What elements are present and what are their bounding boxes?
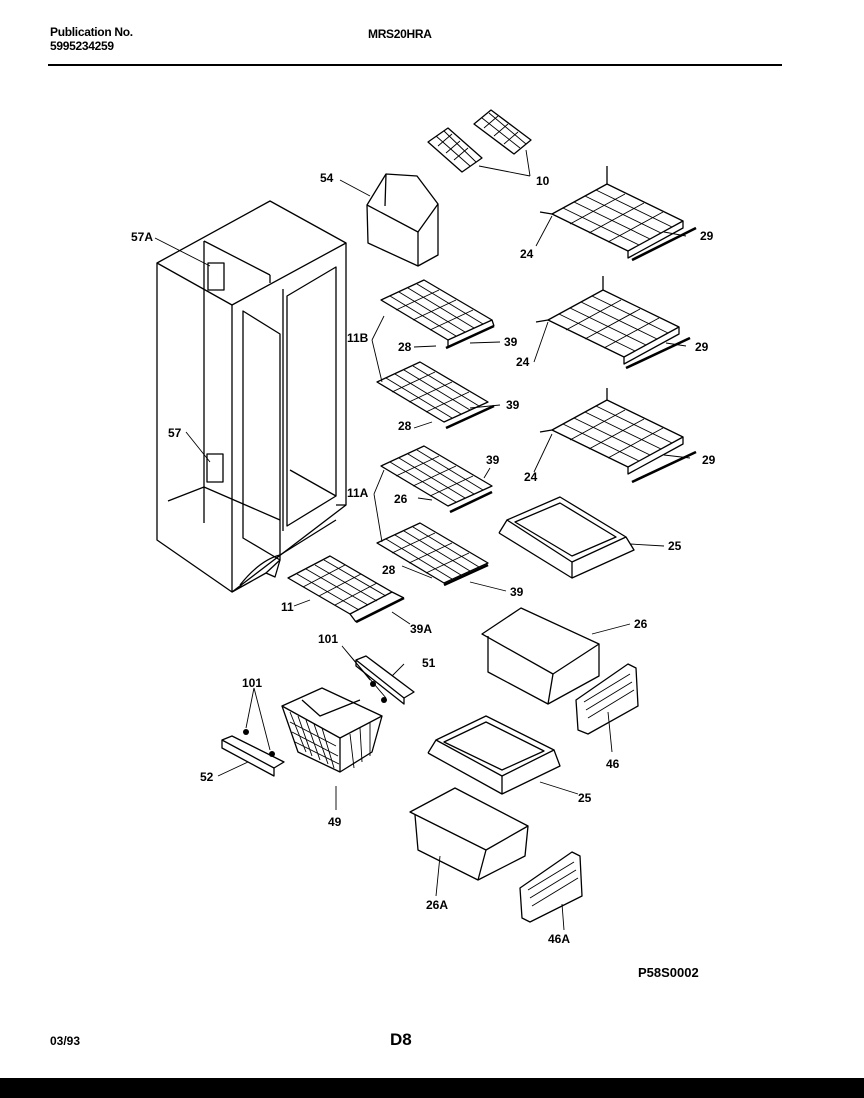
callout-39-b: 39 [506, 398, 520, 412]
crisper-pans [409, 607, 600, 881]
callout-10: 10 [536, 174, 550, 188]
callout-29-top: 29 [700, 229, 714, 243]
callout-25-top: 25 [668, 539, 682, 553]
publication-label: Publication No. [50, 25, 133, 39]
callout-57: 57 [168, 426, 182, 440]
callout-28-c: 28 [382, 563, 396, 577]
track-and-bracket [221, 655, 415, 777]
callout-39a: 39A [410, 622, 432, 636]
cabinet [156, 200, 347, 593]
callout-46a: 46A [548, 932, 570, 946]
fresh-food-shelves [535, 166, 697, 484]
callout-24-mid: 24 [516, 355, 530, 369]
callout-11b: 11B [347, 331, 369, 345]
callout-52: 52 [200, 770, 214, 784]
callout-54: 54 [320, 171, 334, 185]
bottom-border [0, 1078, 864, 1098]
callout-28-b: 28 [398, 419, 412, 433]
callout-26a: 26A [426, 898, 448, 912]
page-code: D8 [390, 1030, 412, 1049]
publication-number: 5995234259 [50, 39, 114, 53]
callout-24-low: 24 [524, 470, 538, 484]
gasket-57a-part [207, 262, 225, 291]
callout-46: 46 [606, 757, 620, 771]
gasket-57-part [206, 453, 224, 483]
callout-57a: 57A [131, 230, 153, 244]
callout-29-low: 29 [702, 453, 716, 467]
callout-26-shelf: 26 [394, 492, 408, 506]
callout-39-c: 39 [486, 453, 500, 467]
header-rule [48, 64, 782, 66]
callout-25-bottom: 25 [578, 791, 592, 805]
callout-24-top: 24 [520, 247, 534, 261]
callout-51: 51 [422, 656, 436, 670]
callout-26-pan: 26 [634, 617, 648, 631]
crisper-covers [427, 496, 635, 795]
model-number: MRS20HRA [368, 27, 432, 41]
ice-trays [427, 109, 532, 173]
callout-39-d: 39 [510, 585, 524, 599]
leader-lines [154, 149, 691, 931]
callout-28-upper: 28 [398, 340, 412, 354]
crisper-fronts [519, 663, 639, 923]
callout-11: 11 [281, 600, 294, 614]
callout-49: 49 [328, 815, 342, 829]
callout-labels: 10 54 57A 24 29 11B 28 39 24 29 28 39 57… [131, 171, 716, 946]
callout-39-upper: 39 [504, 335, 518, 349]
footer-date: 03/93 [50, 1034, 81, 1048]
wire-basket-49 [281, 687, 383, 773]
callout-101-upper: 101 [318, 632, 338, 646]
bin-54 [366, 173, 439, 267]
freezer-shelves [287, 279, 495, 624]
callout-101-lower: 101 [242, 676, 262, 690]
figure-id: P58S0002 [638, 965, 699, 980]
callout-29-mid: 29 [695, 340, 709, 354]
callout-11a: 11A [347, 486, 369, 500]
